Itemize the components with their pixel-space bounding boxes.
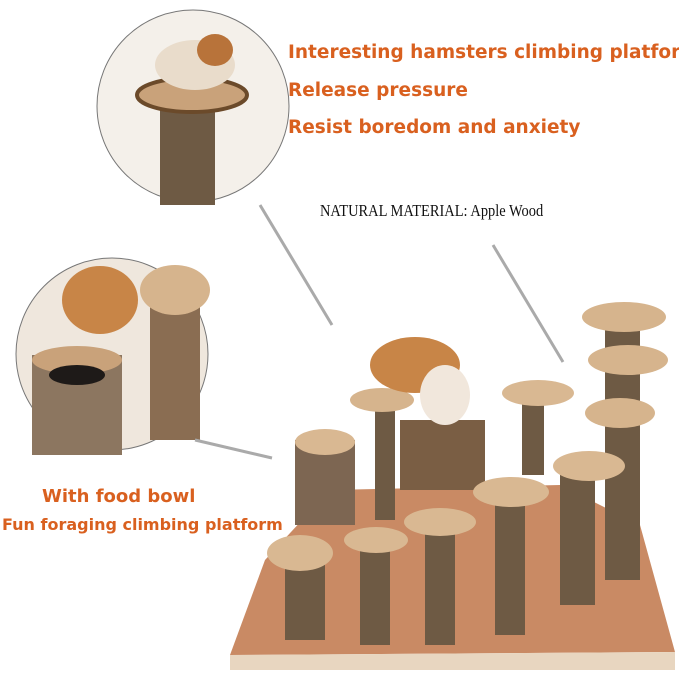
wooden-platform-set xyxy=(230,302,675,670)
material-label: NATURAL MATERIAL: Apple Wood xyxy=(320,201,544,220)
feature-line-1: Interesting hamsters climbing platforms xyxy=(288,42,679,63)
hamster-left xyxy=(62,266,138,334)
pointer-arrows xyxy=(194,204,565,460)
top-inset-circle xyxy=(96,9,290,205)
food-bowl-title: With food bowl xyxy=(42,486,196,507)
left-inset-circle xyxy=(15,257,210,455)
seeds-bowl xyxy=(49,365,105,385)
feature-line-2: Release pressure xyxy=(288,80,468,101)
food-bowl-subtitle: Fun foraging climbing platform xyxy=(2,515,283,534)
feature-line-3: Resist boredom and anxiety xyxy=(288,117,581,138)
